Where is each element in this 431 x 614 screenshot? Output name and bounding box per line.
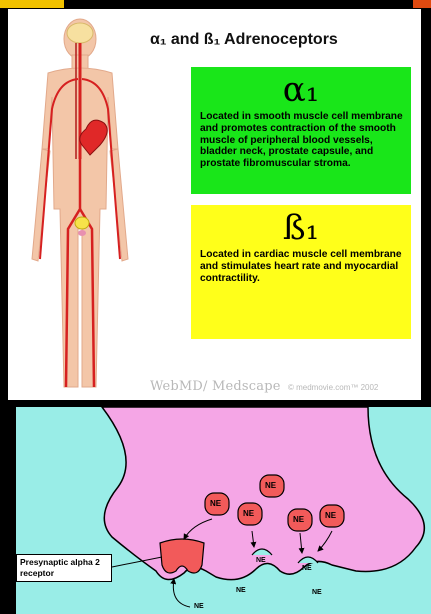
top-edge-yellow [0, 0, 64, 8]
copyright-credit: © medmovie.com™ 2002 [288, 383, 378, 392]
ne-label-cleft-1: NE [236, 587, 246, 594]
page-title: α₁ and ß₁ Adrenoceptors [150, 31, 412, 49]
presynaptic-receptor-label: Presynaptic alpha 2 receptor [16, 554, 112, 582]
adrenoceptor-panel: α₁ and ß₁ Adrenoceptors α₁ Located in sm… [8, 9, 421, 400]
ne-label-vesicle-1: NE [210, 499, 221, 508]
brain-shape [67, 23, 93, 43]
bladder-shape [75, 217, 89, 229]
webmd-credit-logo: WebMD/ Medscape [150, 379, 281, 394]
top-edge-bar [0, 0, 431, 8]
beta-symbol: ß₁ [191, 209, 411, 247]
top-edge-orange [413, 0, 431, 8]
ne-label-vesicle-5: NE [325, 511, 336, 520]
ne-label-pit-1: NE [256, 557, 266, 564]
ne-label-vesicle-4: NE [293, 515, 304, 524]
alpha-symbol: α₁ [191, 71, 411, 109]
prostate-shape [78, 230, 86, 236]
alpha-description: Located in smooth muscle cell membrane a… [191, 109, 411, 170]
beta-receptor-box: ß₁ Located in cardiac muscle cell membra… [191, 205, 411, 339]
human-body-illustration [8, 9, 143, 400]
ne-label-pit-2: NE [302, 565, 312, 572]
ne-label-cleft-2: NE [312, 589, 322, 596]
ne-label-vesicle-3: NE [265, 481, 276, 490]
synapse-diagram [16, 407, 431, 614]
ne-label-vesicle-2: NE [243, 509, 254, 518]
ne-label-bottom: NE [194, 603, 204, 610]
synapse-panel: NE NE NE NE NE NE NE NE NE NE Presynapti… [16, 407, 431, 614]
beta-description: Located in cardiac muscle cell membrane … [191, 247, 411, 284]
alpha-receptor-box: α₁ Located in smooth muscle cell membran… [191, 67, 411, 194]
